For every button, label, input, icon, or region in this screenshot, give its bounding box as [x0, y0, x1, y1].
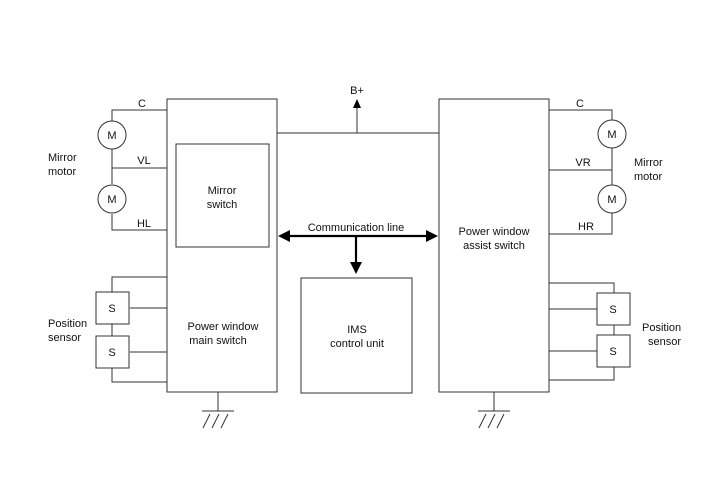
sensor-symbol: S	[108, 347, 115, 359]
left-wire-vl-label: VL	[137, 155, 150, 167]
mirror-switch-line1: Mirror	[208, 185, 237, 197]
mirror-switch	[175, 143, 270, 248]
sensor-symbol: S	[108, 303, 115, 315]
right-position-sensor-wiring	[549, 282, 615, 381]
left-upper-motor: M	[97, 120, 127, 150]
left-position-sensor-label-line1: Position	[48, 318, 87, 330]
left-wire-c-label: C	[138, 98, 146, 110]
left-mirror-motor-wiring	[111, 109, 167, 231]
communication-line	[278, 230, 438, 274]
left-lower-motor: M	[97, 184, 127, 214]
right-lower-sensor: S	[596, 334, 631, 368]
motor-symbol: M	[607, 129, 616, 141]
main-switch-title-line2: main switch	[189, 335, 246, 347]
left-wire-hl-label: HL	[137, 218, 151, 230]
left-position-sensor-wiring	[111, 276, 167, 383]
ims-unit-line1: IMS	[347, 324, 367, 336]
left-upper-sensor: S	[95, 291, 130, 325]
motor-symbol: M	[107, 194, 116, 206]
right-lower-motor: M	[597, 184, 627, 214]
motor-symbol: M	[607, 194, 616, 206]
right-mirror-motor-wiring	[549, 109, 613, 235]
main-switch-title-line1: Power window	[188, 321, 259, 333]
right-wire-hr-label: HR	[578, 221, 594, 233]
assist-switch-line2: assist switch	[463, 240, 525, 252]
sensor-symbol: S	[609, 304, 616, 316]
right-upper-sensor: S	[596, 292, 631, 326]
b-plus-supply-line	[277, 99, 439, 134]
right-position-sensor-label-line1: Position	[642, 322, 681, 334]
right-position-sensor-label-line2: sensor	[648, 336, 681, 348]
ims-unit-line2: control unit	[330, 338, 384, 350]
left-mirror-motor-label-line1: Mirror	[48, 152, 77, 164]
sensor-symbol: S	[609, 346, 616, 358]
right-mirror-motor-label-line2: motor	[634, 171, 662, 183]
right-wire-c-label: C	[576, 98, 584, 110]
power-window-assist-switch	[438, 98, 550, 393]
right-mirror-motor-label-line1: Mirror	[634, 157, 663, 169]
b-plus-label: B+	[350, 85, 364, 97]
left-mirror-motor-label-line2: motor	[48, 166, 76, 178]
ims-control-unit	[300, 277, 413, 394]
left-lower-sensor: S	[95, 335, 130, 369]
assist-switch-line1: Power window	[459, 226, 530, 238]
right-wire-vr-label: VR	[575, 157, 590, 169]
right-ground-symbol	[478, 392, 510, 429]
motor-symbol: M	[107, 130, 116, 142]
left-ground-symbol	[202, 392, 234, 429]
right-upper-motor: M	[597, 119, 627, 149]
left-position-sensor-label-line2: sensor	[48, 332, 81, 344]
mirror-switch-line2: switch	[207, 199, 238, 211]
communication-line-label: Communication line	[308, 222, 405, 234]
